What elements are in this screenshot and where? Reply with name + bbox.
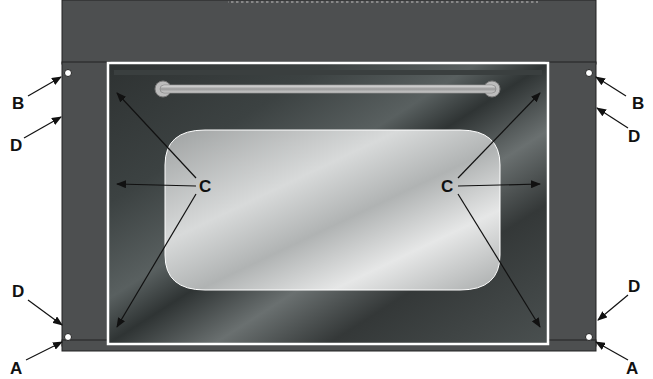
part-letter: C bbox=[199, 178, 211, 195]
part-letter: B bbox=[12, 95, 24, 112]
part-letter: D bbox=[12, 283, 24, 300]
part-letter: C bbox=[441, 178, 453, 195]
part-letter: A bbox=[10, 360, 22, 377]
part-letter: D bbox=[10, 137, 22, 154]
part-letter: D bbox=[628, 278, 640, 295]
part-letter: B bbox=[632, 95, 644, 112]
part-letter: A bbox=[626, 360, 638, 377]
part-letter: D bbox=[628, 128, 640, 145]
